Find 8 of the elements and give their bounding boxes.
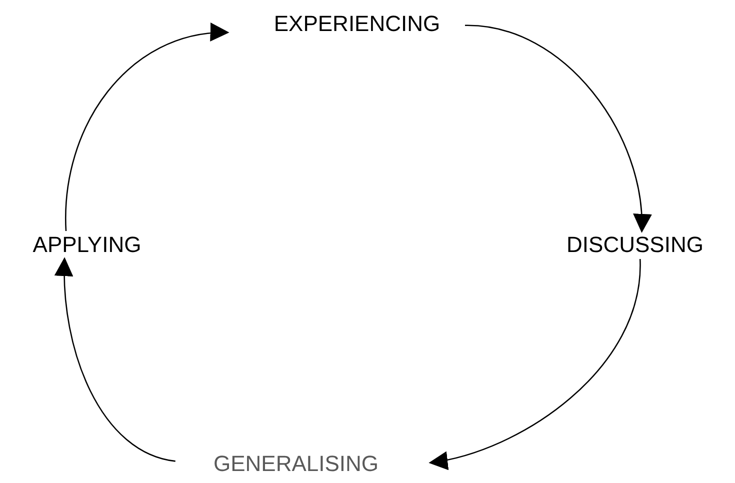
curved-arrow bbox=[428, 258, 641, 469]
curved-arrow bbox=[54, 257, 176, 462]
stage-label: DISCUSSING bbox=[550, 231, 720, 259]
curved-arrow bbox=[65, 24, 230, 231]
stage-label: GENERALISING bbox=[180, 450, 412, 478]
stage-label: APPLYING bbox=[12, 231, 162, 259]
stage-label: EXPERIENCING bbox=[249, 10, 465, 38]
curved-arrow bbox=[464, 24, 651, 233]
